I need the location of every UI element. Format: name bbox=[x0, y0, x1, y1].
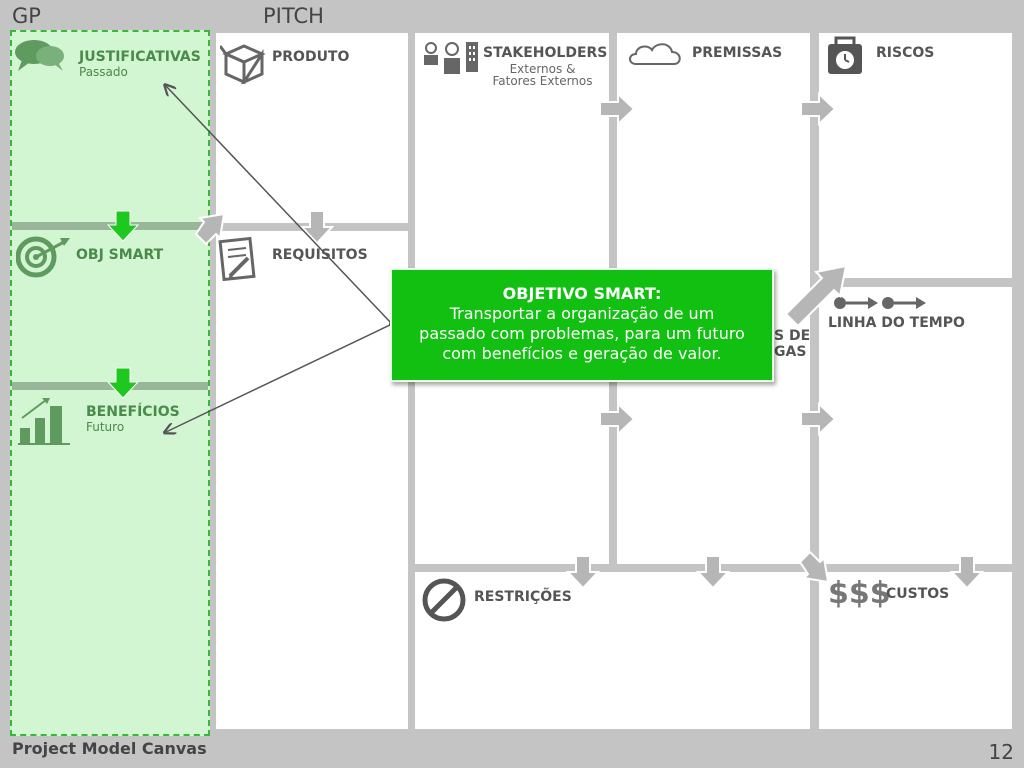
arrow-down-justificativas-obj bbox=[106, 210, 140, 242]
popup-line-3: com benefícios e geração de valor. bbox=[442, 344, 722, 363]
dollar-icon: $$$ bbox=[828, 576, 891, 611]
justificativas-title: JUSTIFICATIVAS bbox=[79, 49, 201, 65]
stakeholders-sub-1: Externos & bbox=[509, 62, 576, 76]
requisitos-title: REQUISITOS bbox=[272, 247, 368, 263]
speech-bubbles-icon bbox=[15, 40, 64, 71]
arrow-right-stakeholders-premissas bbox=[599, 92, 636, 126]
requisitos-cell[interactable] bbox=[216, 231, 408, 729]
no-entry-icon bbox=[422, 578, 466, 622]
page-number: 12 bbox=[988, 740, 1014, 764]
arrow-right-mid-2 bbox=[800, 402, 837, 436]
cloud-icon bbox=[629, 43, 681, 65]
restricoes-title: RESTRIÇÕES bbox=[474, 589, 572, 605]
arrow-diagonal-custos bbox=[798, 550, 830, 584]
entregas-fragment-2: GAS bbox=[774, 344, 807, 360]
timeline-icon bbox=[834, 297, 926, 309]
gp-divider-2 bbox=[12, 382, 208, 390]
entregas-fragment-1: S DE bbox=[774, 328, 811, 344]
produto-title: PRODUTO bbox=[272, 49, 350, 65]
arrow-down-restricoes-2 bbox=[696, 555, 730, 590]
people-building-icon bbox=[424, 42, 478, 74]
restricoes-cell[interactable] bbox=[415, 572, 810, 729]
produto-cell[interactable] bbox=[216, 33, 408, 223]
beneficios-title: BENEFÍCIOS bbox=[86, 404, 180, 420]
bomb-clock-icon bbox=[828, 36, 862, 74]
arrow-down-restricoes-1 bbox=[566, 555, 600, 590]
linha-do-tempo-cell[interactable] bbox=[819, 287, 1012, 564]
custos-cell[interactable] bbox=[819, 572, 1012, 729]
document-edit-icon bbox=[218, 236, 256, 282]
arrow-down-obj-beneficios bbox=[106, 367, 140, 399]
popup-line-1: Transportar a organização de um bbox=[449, 304, 715, 323]
objetivo-smart-popup[interactable]: OBJETIVO SMART: Transportar a organizaçã… bbox=[390, 268, 774, 382]
popup-line-2: passado com problemas, para um futuro bbox=[419, 324, 745, 343]
pitch-header: PITCH bbox=[263, 4, 324, 28]
gp-header: GP bbox=[12, 4, 41, 28]
arrow-down-custos bbox=[950, 555, 984, 590]
premissas-title: PREMISSAS bbox=[692, 45, 783, 61]
custos-title: CUSTOS bbox=[886, 586, 950, 602]
arrow-diagonal-linha-do-tempo bbox=[784, 264, 848, 328]
arrow-right-premissas-riscos bbox=[800, 92, 837, 126]
arrow-down-produto-requisitos bbox=[300, 210, 334, 245]
growth-chart-icon bbox=[18, 398, 70, 445]
justificativas-sub: Passado bbox=[79, 65, 128, 79]
box-icon bbox=[220, 44, 266, 84]
footer-title: Project Model Canvas bbox=[12, 739, 207, 758]
popup-heading: OBJETIVO SMART: bbox=[502, 284, 662, 303]
stakeholders-sub-2: Fatores Externos bbox=[492, 74, 593, 88]
obj-smart-title: OBJ SMART bbox=[76, 247, 164, 263]
stakeholders-title: STAKEHOLDERS bbox=[483, 45, 608, 61]
arrow-right-mid-1 bbox=[599, 402, 636, 436]
linha-do-tempo-title: LINHA DO TEMPO bbox=[828, 315, 965, 331]
beneficios-sub: Futuro bbox=[86, 420, 125, 434]
target-icon bbox=[16, 236, 70, 278]
riscos-title: RISCOS bbox=[876, 45, 935, 61]
arrow-diagonal-gp-pitch bbox=[194, 212, 226, 246]
